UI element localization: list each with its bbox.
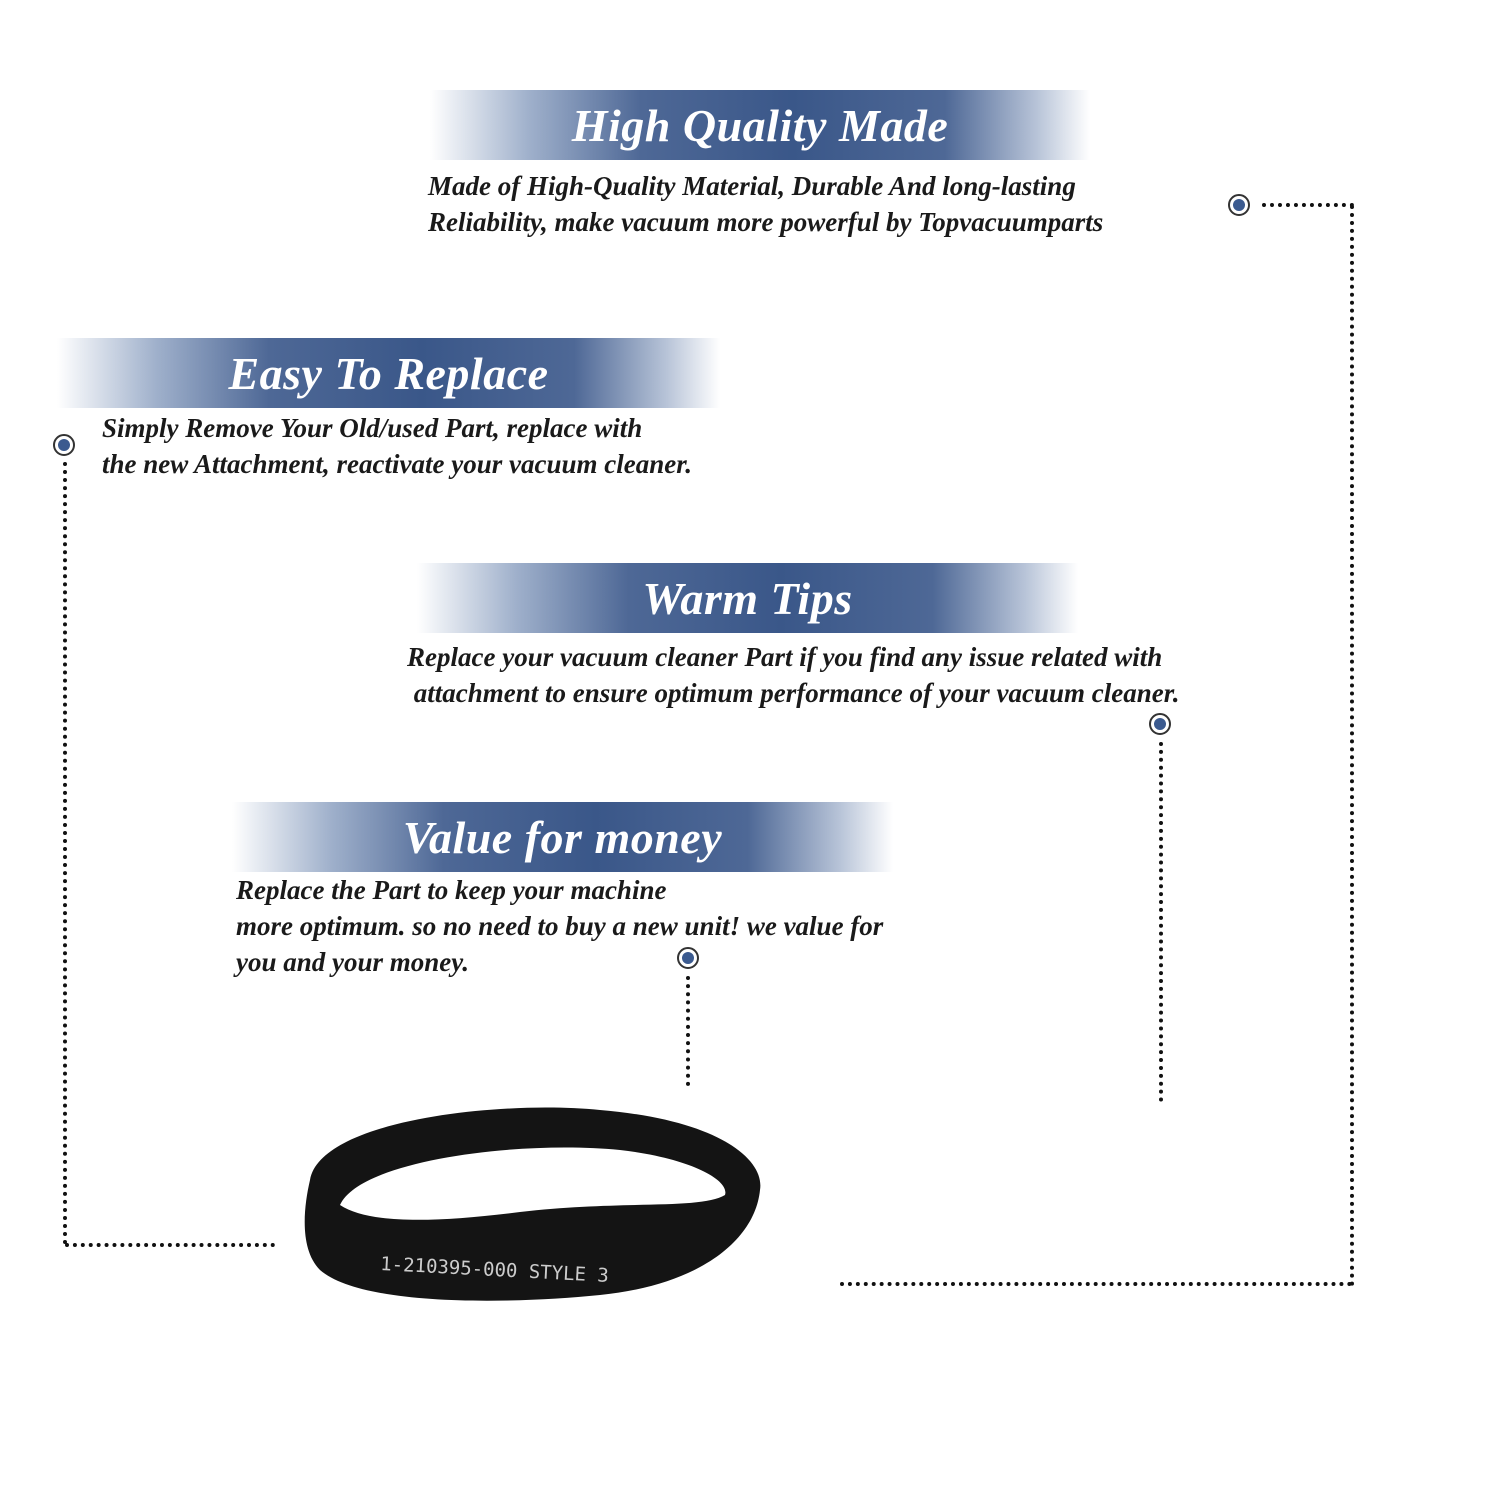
section-title: Warm Tips [642,572,853,624]
section-text-value-money: Replace the Part to keep your machine mo… [236,872,883,980]
banner-value-money: Value for money [232,802,893,872]
text-line: Replace the Part to keep your machine [236,875,667,905]
text-line: the new Attachment, reactivate your vacu… [102,449,692,479]
target-dot-icon [1149,713,1171,735]
text-line: more optimum. so no need to buy a new un… [236,911,884,941]
connector-line [1350,205,1354,1287]
text-line: you and your money. [236,947,470,977]
banner-high-quality: High Quality Made [430,90,1090,160]
target-dot-icon [1228,194,1250,216]
target-dot-icon [677,947,699,969]
text-line: Made of High-Quality Material, Durable A… [428,171,1076,201]
vacuum-belt-image: 1-210395-000 STYLE 3 [304,1107,761,1301]
text-line: Reliability, make vacuum more powerful b… [428,207,1104,237]
text-line: attachment to ensure optimum performance… [407,678,1180,708]
connector-line [1262,203,1354,207]
connector-line [1159,742,1163,1102]
connector-line [63,462,67,1245]
section-text-easy-replace: Simply Remove Your Old/used Part, replac… [102,410,692,482]
connector-line [65,1243,275,1247]
connector-line [840,1282,1352,1286]
section-title: High Quality Made [571,99,949,151]
text-line: Simply Remove Your Old/used Part, replac… [102,413,643,443]
section-title: Easy To Replace [228,347,549,399]
connector-line [686,976,690,1086]
text-line: Replace your vacuum cleaner Part if you … [407,642,1163,672]
section-title: Value for money [402,811,723,863]
section-text-warm-tips: Replace your vacuum cleaner Part if you … [407,639,1180,711]
section-text-high-quality: Made of High-Quality Material, Durable A… [428,168,1103,240]
target-dot-icon [53,434,75,456]
banner-easy-replace: Easy To Replace [57,338,720,408]
banner-warm-tips: Warm Tips [417,563,1078,633]
